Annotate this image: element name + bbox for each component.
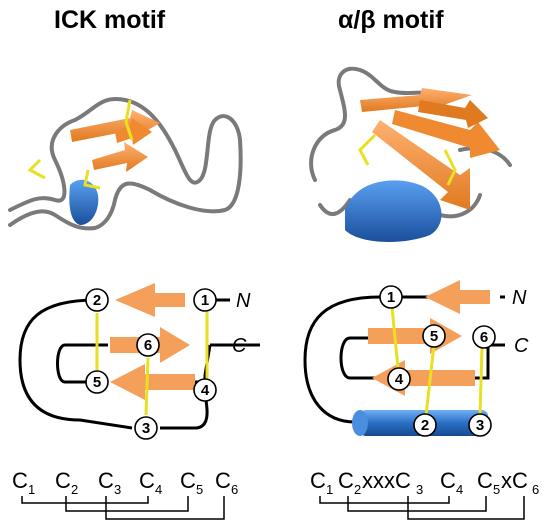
ab-topology: 1 2 3 4 5 6 N C — [303, 280, 529, 437]
ick-disulfide-b — [27, 158, 46, 180]
ick-topo-strand-bot — [110, 364, 195, 400]
ab-cys-label-1: 1 — [387, 289, 395, 306]
ick-seq-c1: C — [12, 468, 28, 493]
ick-coil — [8, 97, 243, 231]
ab-helix — [345, 180, 442, 242]
ick-c-terminus: C — [232, 335, 247, 357]
ab-topo-helix-cap — [352, 410, 368, 436]
ab-disulfide-b — [443, 149, 457, 186]
ab-n-terminus: N — [512, 287, 527, 309]
ick-seq-c3: C — [98, 468, 114, 493]
ab-seq-c4-sub: 4 — [456, 482, 463, 497]
ick-cys-label-3: 3 — [142, 420, 150, 437]
ick-seq-c2-sub: 2 — [71, 482, 78, 497]
ab-right-link — [470, 343, 505, 380]
ab-backbone — [303, 295, 505, 424]
ick-strand-3 — [115, 118, 152, 145]
ab-c-terminus: C — [514, 335, 529, 357]
ick-topo-strand-top — [115, 283, 185, 317]
ick-cys-node-3 — [134, 416, 158, 440]
ab-topo-strand-top — [425, 280, 490, 314]
ick-cys-label-6: 6 — [144, 337, 152, 354]
ab-cys-label-2: 2 — [421, 417, 429, 434]
ick-seq-c6: C — [215, 468, 231, 493]
ab-topo-strand-mid — [368, 318, 462, 354]
ab-cys-node-3 — [468, 413, 492, 437]
ab-bond-6-3 — [478, 347, 484, 416]
ab-sequence: C 1 C 2 xxxC 3 C 4 C 5 xC 6 — [310, 468, 539, 520]
ab-cys-node-1 — [379, 285, 403, 309]
ab-strand-4 — [418, 100, 488, 128]
ab-strand-2 — [372, 120, 470, 210]
ab-inner-loop — [339, 336, 388, 380]
ick-motif-title: ICK motif — [54, 6, 166, 34]
ab-seq-c6-sub: 6 — [532, 482, 539, 497]
ick-inner-loop — [56, 343, 108, 384]
ick-cys-node-6 — [136, 333, 160, 357]
ick-link-c2-c5 — [65, 496, 189, 512]
ab-seq-c3-sub: 3 — [416, 482, 423, 497]
ab-seq-c1-sub: 1 — [326, 482, 333, 497]
ab-seq-c2-sub: 2 — [354, 482, 361, 497]
ab-seq-c3: xxxC — [362, 468, 411, 493]
ab-seq-c5: C — [477, 468, 493, 493]
ab-3d-structure — [309, 66, 512, 242]
ick-seq-c1-sub: 1 — [28, 482, 35, 497]
ick-cys-label-2: 2 — [93, 292, 101, 309]
ick-cys-label-5: 5 — [93, 374, 101, 391]
ab-cys-label-5: 5 — [430, 328, 438, 345]
ick-sequence: C 1 C 2 C 3 C 4 C 5 C 6 — [12, 468, 238, 520]
ab-cys-node-5 — [422, 324, 446, 348]
ab-strand-3 — [392, 110, 500, 158]
ick-3d-structure — [8, 97, 243, 231]
ab-cys-label-4: 4 — [395, 371, 404, 388]
ab-seq-c5-sub: 5 — [493, 482, 500, 497]
ab-link-c1-c4 — [319, 496, 450, 504]
ab-seq-c4: C — [440, 468, 456, 493]
ab-link-c3-c6 — [407, 496, 525, 520]
ick-cys-node-4 — [193, 378, 217, 402]
ick-seq-c2: C — [55, 468, 71, 493]
ick-link-c3-c6 — [105, 496, 225, 520]
ick-cys-node-1 — [193, 288, 217, 312]
ick-seq-c5-sub: 5 — [196, 482, 203, 497]
ab-link-c2-c5 — [347, 496, 487, 512]
ab-seq-c1: C — [310, 468, 326, 493]
ab-strand-1 — [360, 88, 472, 112]
ick-disulfide-c — [83, 169, 101, 190]
alpha-beta-motif-title: α/β motif — [338, 6, 444, 34]
ick-seq-c4: C — [139, 468, 155, 493]
ick-seq-c4-sub: 4 — [155, 482, 162, 497]
ick-cys-label-4: 4 — [201, 382, 210, 399]
ab-cys-label-3: 3 — [476, 417, 484, 434]
ick-seq-c6-sub: 6 — [231, 482, 238, 497]
ick-backbone — [18, 298, 260, 430]
ick-seq-c3-sub: 3 — [114, 482, 121, 497]
ick-disulfide-a — [124, 99, 134, 141]
ick-helix — [69, 179, 99, 225]
ick-strand-2 — [92, 142, 148, 172]
ab-disulfide-a — [358, 133, 377, 166]
ick-cys-node-5 — [85, 370, 109, 394]
ick-topology: 1 2 3 4 5 6 N C — [18, 283, 260, 440]
ab-seq-c6: xC — [501, 468, 528, 493]
ick-bond-6-3 — [144, 357, 150, 416]
ab-seq-c2: C — [338, 468, 354, 493]
ick-n-terminus: N — [236, 290, 251, 312]
ab-cys-node-6 — [472, 325, 496, 349]
ab-cys-node-2 — [413, 413, 437, 437]
ick-cys-label-1: 1 — [201, 292, 209, 309]
ick-cys-node-2 — [85, 288, 109, 312]
ab-bond-5-2 — [424, 344, 436, 416]
ick-link-c1-c4 — [21, 496, 149, 504]
ab-cys-label-6: 6 — [480, 329, 488, 346]
ab-cys-node-4 — [387, 367, 411, 391]
ick-seq-c5: C — [180, 468, 196, 493]
ab-bond-1-4 — [390, 306, 400, 369]
